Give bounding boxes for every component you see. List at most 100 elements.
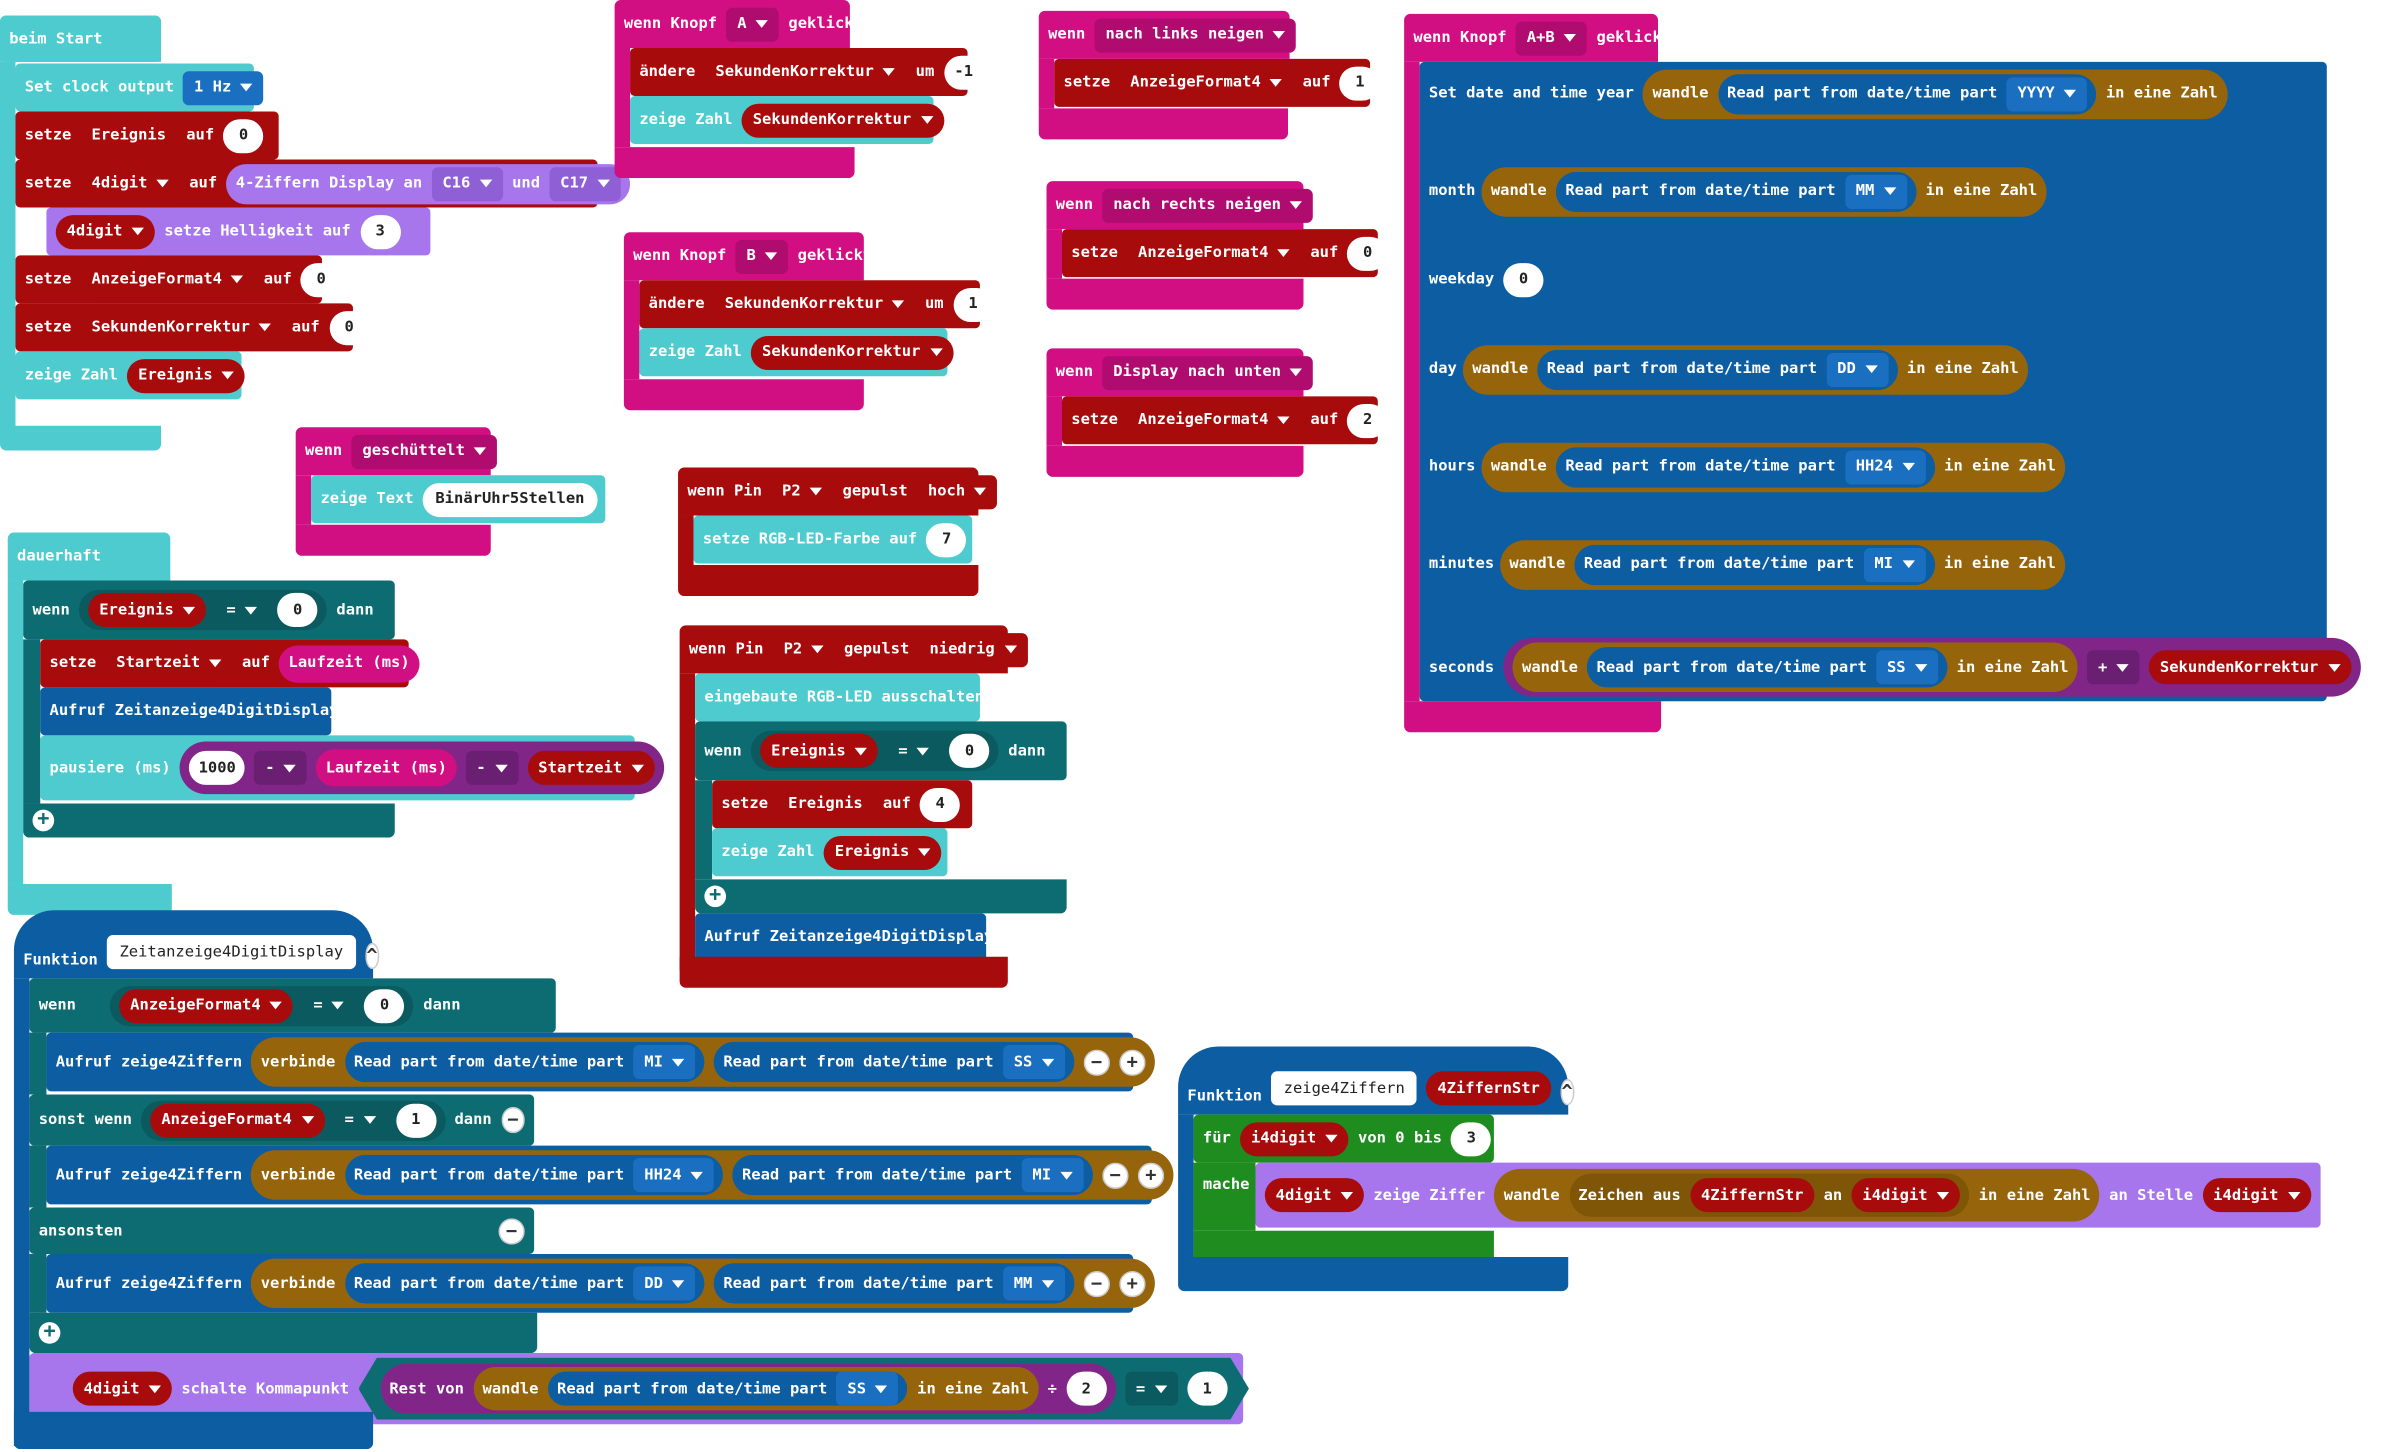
plus-icon[interactable]: + [1137,1161,1165,1189]
function-name-input[interactable]: zeige4Ziffern [1271,1071,1418,1106]
part-dropdown[interactable]: DD [1826,352,1889,387]
else-row[interactable]: ansonsten− [29,1207,535,1254]
compare-input[interactable]: 1 [1187,1372,1227,1406]
var-dropdown[interactable]: SekundenKorrektur [704,54,907,90]
range-end-input[interactable]: 3 [1451,1121,1492,1156]
var-dropdown[interactable]: AnzeigeFormat4 [119,988,294,1023]
add-branch-icon[interactable]: + [704,885,727,908]
operator-dropdown[interactable]: + [2087,650,2140,685]
minus-icon[interactable]: − [1083,1048,1110,1076]
function-name-input[interactable]: Zeitanzeige4DigitDisplay [107,935,356,970]
var-dropdown[interactable]: Ereignis [823,835,942,870]
part-dropdown[interactable]: MI [633,1044,696,1080]
part-dropdown[interactable]: MI [1021,1157,1084,1193]
button-dropdown[interactable]: B [735,239,789,274]
clock-dropdown[interactable]: 1 Hz [183,70,264,105]
var-dropdown[interactable]: AnzeigeFormat4 [150,1103,325,1138]
position-dropdown[interactable]: i4digit [2202,1178,2311,1213]
gesture-dropdown[interactable]: geschüttelt [351,434,498,469]
weekday-input[interactable]: 0 [1503,262,1544,297]
var-dropdown[interactable]: Ereignis [88,592,207,627]
pause-row[interactable]: pausiere (ms)1000-Laufzeit (ms)-Startzei… [40,735,664,801]
var-dropdown[interactable]: AnzeigeFormat4 [80,262,255,297]
operator-dropdown[interactable]: - [254,750,308,785]
var-dropdown[interactable]: Ereignis [777,787,874,822]
var-dropdown[interactable]: Ereignis [80,118,177,153]
var-dropdown[interactable]: 4digit [80,166,180,201]
plus-icon[interactable]: + [1119,1270,1146,1297]
operator-dropdown[interactable]: = [333,1103,387,1138]
operator-dropdown[interactable]: = [887,733,941,768]
value-input[interactable]: 2 [1347,403,1388,438]
var-dropdown[interactable]: Startzeit [105,646,233,681]
add-branch-icon[interactable]: + [32,809,55,832]
parameter-reporter[interactable]: 4ZiffernStr [1426,1071,1551,1106]
part-dropdown[interactable]: MM [1844,174,1907,209]
part-dropdown[interactable]: HH24 [633,1157,715,1193]
rgb-off-row[interactable]: eingebaute RGB-LED ausschalten [695,673,984,722]
var-dropdown[interactable]: SekundenKorrektur [2149,650,2351,685]
value-input[interactable]: 1 [952,287,994,322]
brightness-input[interactable]: 3 [360,214,401,249]
gesture-dropdown[interactable]: nach rechts neigen [1102,188,1314,223]
color-input[interactable]: 7 [926,522,967,557]
minus-icon[interactable]: − [1102,1161,1129,1189]
var-dropdown[interactable]: SekundenKorrektur [741,102,944,138]
value-input[interactable]: 0 [223,118,264,153]
value-input[interactable]: 0 [364,988,405,1023]
part-dropdown[interactable]: HH24 [1844,449,1926,484]
var-dropdown[interactable]: AnzeigeFormat4 [1127,236,1302,271]
part-dropdown[interactable]: DD [633,1266,696,1301]
part-dropdown[interactable]: MM [1002,1266,1065,1301]
collapse-icon[interactable]: ^ [1560,1079,1575,1106]
pin1-dropdown[interactable]: C16 [431,166,503,201]
value-input[interactable]: 0 [949,733,990,768]
remove-branch-icon[interactable]: − [501,1106,525,1134]
add-branch-icon[interactable]: + [38,1321,61,1344]
minus-icon[interactable]: − [1083,1270,1110,1297]
operator-dropdown[interactable]: = [1125,1372,1178,1406]
index-dropdown[interactable]: i4digit [1851,1178,1961,1213]
part-dropdown[interactable]: SS [837,1372,899,1406]
runtime-reporter[interactable]: Laufzeit (ms) [316,749,457,787]
value-input[interactable]: 1 [395,1103,436,1138]
var-dropdown[interactable]: Ereignis [127,358,246,393]
call-row[interactable]: Aufruf Zeitanzeige4DigitDisplay [695,913,993,962]
value-input[interactable]: 0 [301,262,342,297]
var-dropdown[interactable]: Startzeit [527,750,655,785]
plus-icon[interactable]: + [1119,1048,1146,1076]
pause-input[interactable]: 1000 [189,750,246,785]
var-dropdown[interactable]: SekundenKorrektur [80,310,283,345]
digit-dropdown[interactable]: 4digit [55,214,156,249]
